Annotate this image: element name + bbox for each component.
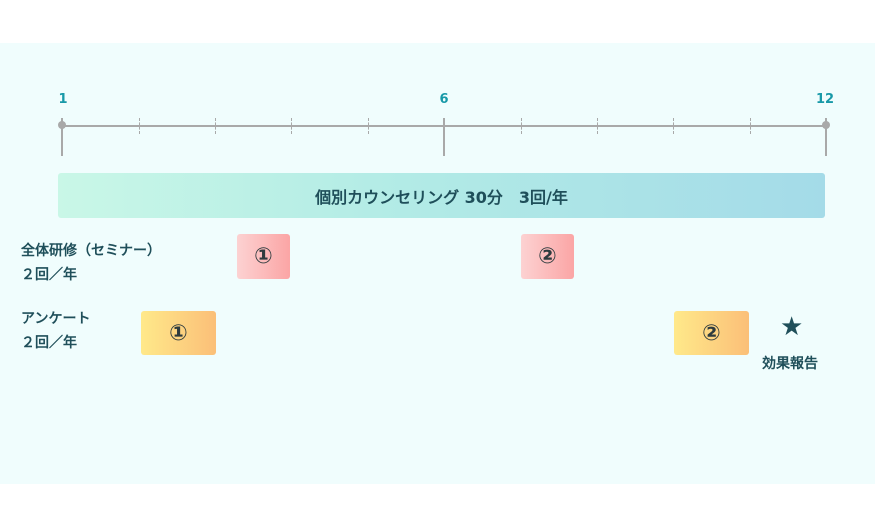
tick-label-mid: 6 xyxy=(439,92,449,107)
axis-minor-tick xyxy=(750,118,751,134)
survey-row-label: アンケート ２回／年 xyxy=(21,311,91,351)
star-icon: ★ xyxy=(780,312,804,342)
axis-major-tick-mid xyxy=(443,118,445,156)
axis-minor-tick xyxy=(139,118,140,134)
axis-major-tick-end xyxy=(825,118,827,156)
tick-label-start: 1 xyxy=(58,92,68,107)
axis-minor-tick xyxy=(521,118,522,134)
tick-label-end: 12 xyxy=(815,92,835,107)
timeline-panel xyxy=(0,43,875,484)
seminar-row-label: 全体研修（セミナー） ２回／年 xyxy=(21,243,161,283)
counseling-bar: 個別カウンセリング 30分 3回/年 xyxy=(58,173,825,218)
axis-minor-tick xyxy=(215,118,216,134)
survey-event-1: ① xyxy=(141,311,216,355)
axis-minor-tick xyxy=(673,118,674,134)
seminar-event-1: ① xyxy=(237,234,290,279)
axis-minor-tick xyxy=(291,118,292,134)
axis-minor-tick xyxy=(368,118,369,134)
axis-major-tick-start xyxy=(61,118,63,156)
survey-event-2: ② xyxy=(674,311,749,355)
axis-minor-tick xyxy=(597,118,598,134)
report-label: 効果報告 xyxy=(762,356,818,372)
seminar-event-2: ② xyxy=(521,234,574,279)
